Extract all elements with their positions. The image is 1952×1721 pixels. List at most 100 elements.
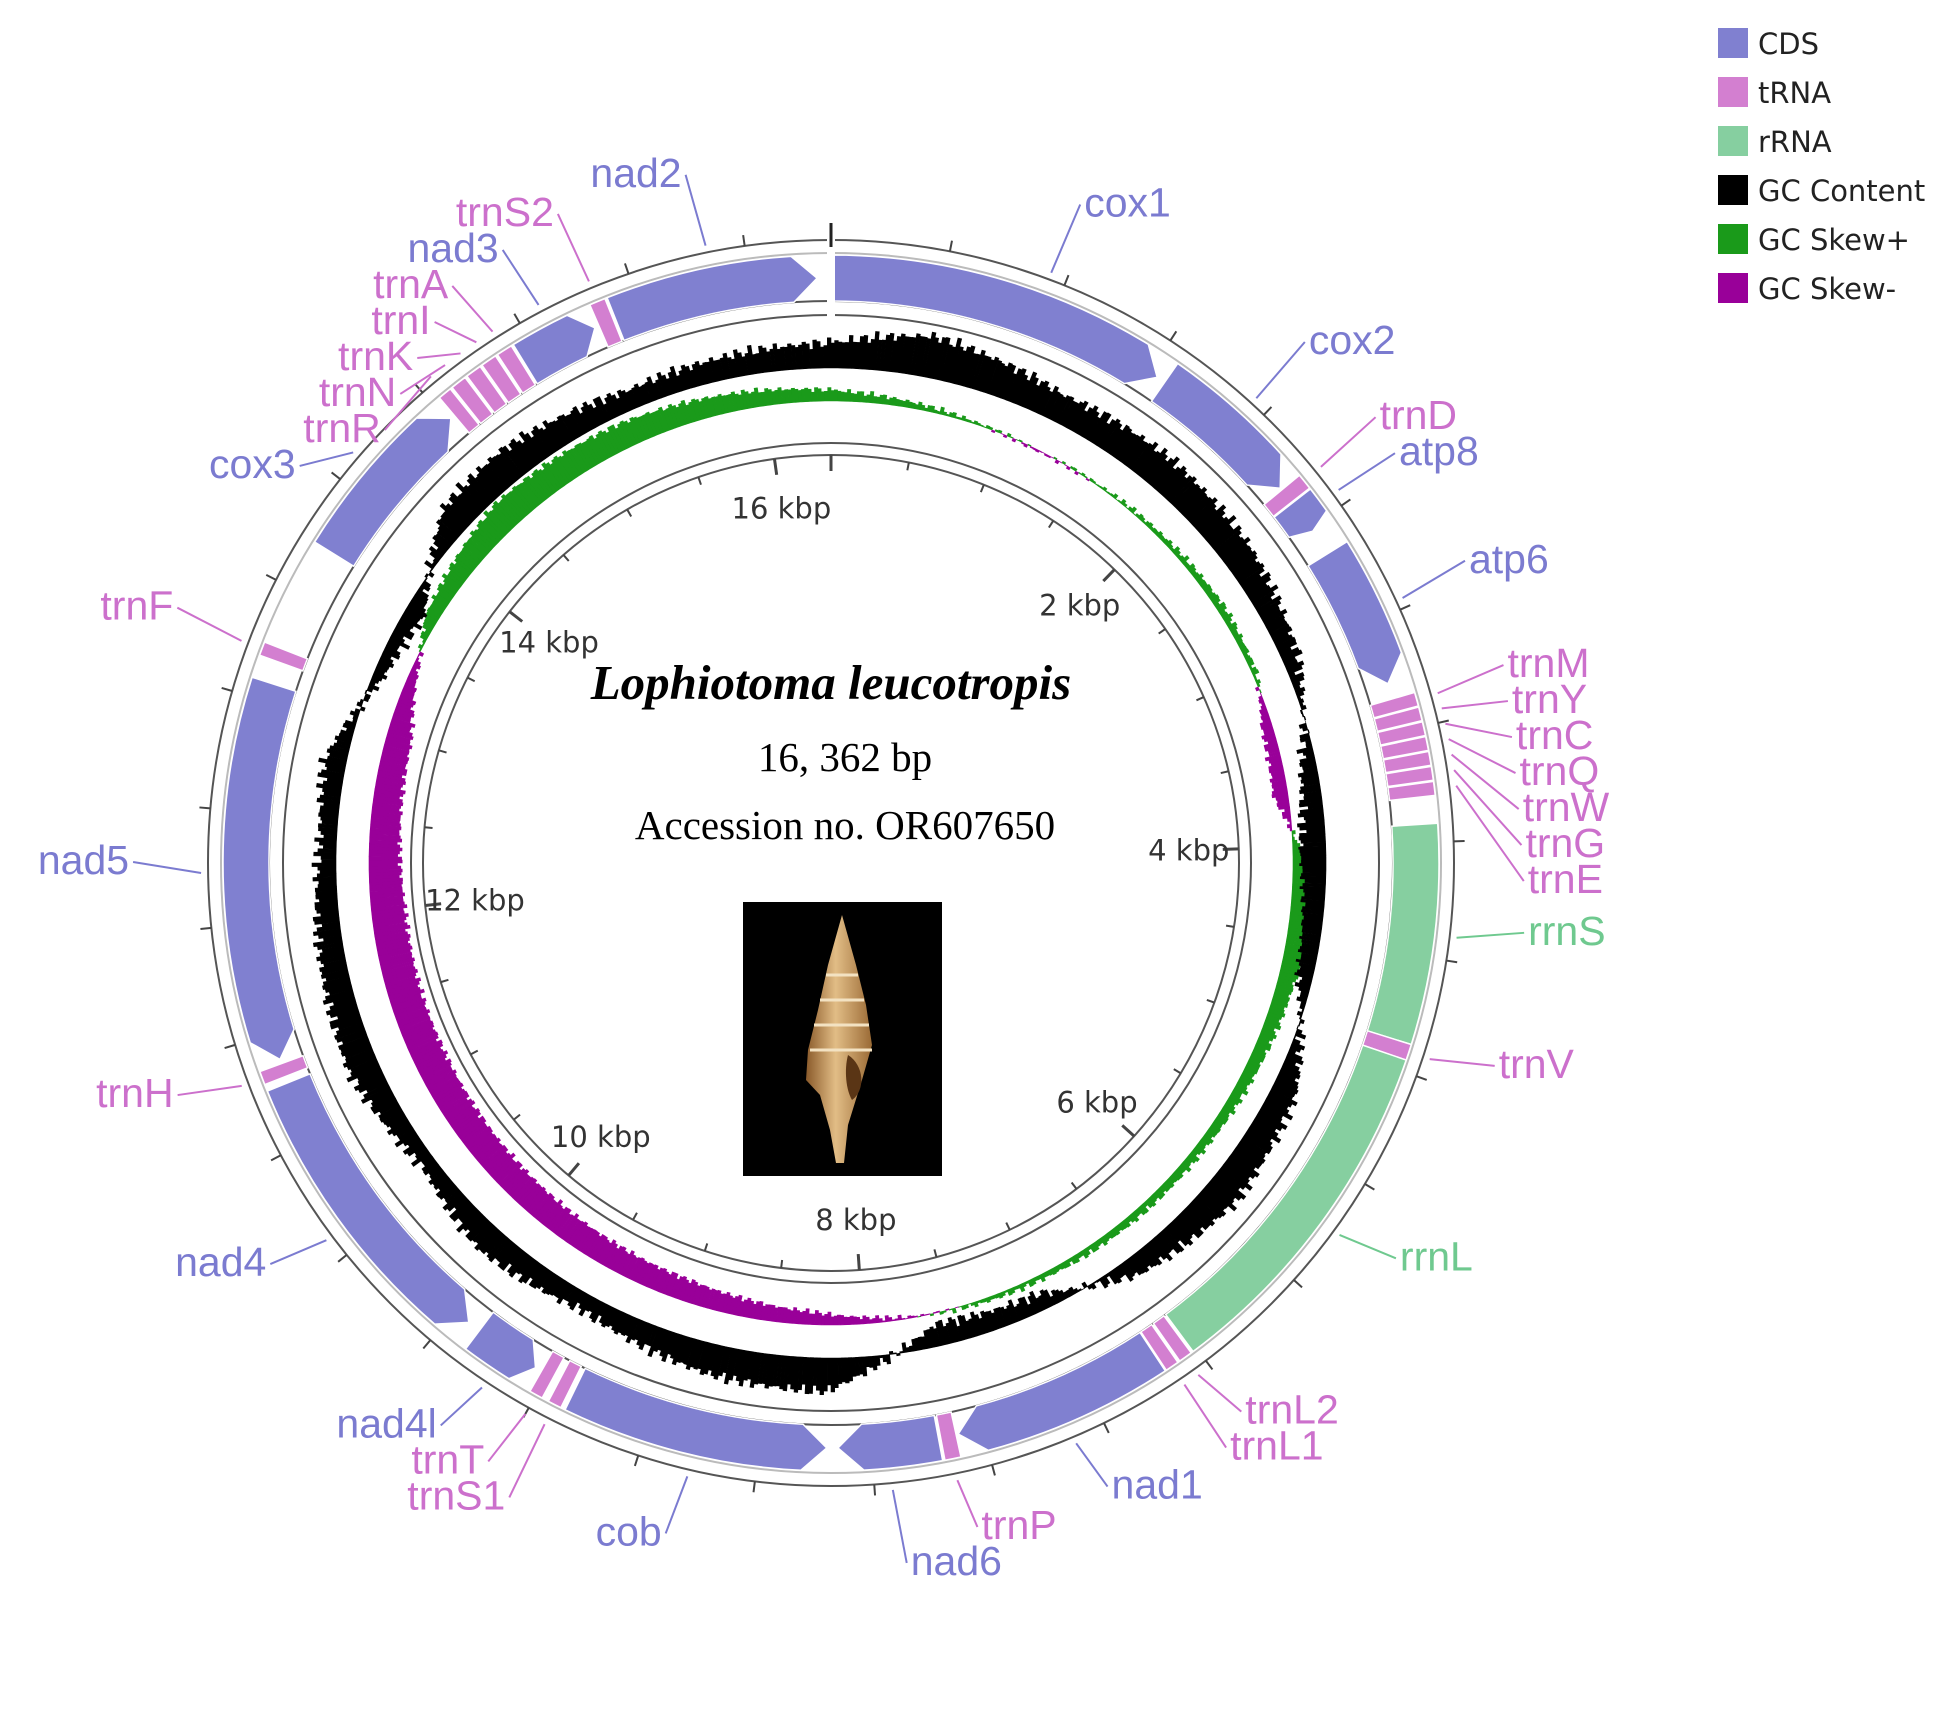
gene-label-nad6: nad6 [911,1538,1002,1584]
label-leader-line [1338,452,1396,491]
skew-outer-ring [410,442,1252,1284]
outer-tick [1437,719,1449,724]
gene-label-cob: cob [596,1508,662,1554]
gene-label-nad4: nad4 [175,1239,266,1285]
feature-nad5 [222,676,297,1061]
feature-trnT [528,1350,566,1400]
label-leader-line [1455,785,1525,882]
inner-tick [1225,924,1235,928]
gene-label-trnM: trnM [1507,640,1589,686]
label-leader-line [556,213,590,282]
gene-label-trnR: trnR [303,405,380,451]
outer-tick [199,806,211,810]
outer-tick [265,573,277,581]
outer-tick [624,263,630,275]
label-leader-line [399,364,446,395]
inner-tick [513,1113,521,1121]
feature-trnG [1385,765,1435,788]
legend-label: tRNA [1758,76,1831,110]
label-leader-line [440,1386,483,1427]
inner-tick [467,676,476,683]
feature-trnS1 [547,1359,583,1409]
inner-tick [508,610,524,623]
gene-label-trnW: trnW [1523,784,1610,830]
gc-content-track [311,331,1327,1395]
gene-label-trnD: trnD [1380,392,1457,438]
label-leader-line [177,1084,242,1097]
inner-tick [1196,696,1205,702]
legend-swatch-rRNA [1718,126,1748,156]
gene-label-trnL1: trnL1 [1230,1423,1323,1469]
label-leader-line [269,1239,327,1266]
feature-nad6 [836,1414,944,1471]
gene-label-nad3: nad3 [408,225,499,271]
legend-swatch-tRNA [1718,77,1748,107]
feature-nad2 [606,255,819,342]
inner-tick [933,1249,938,1258]
inner-tick [424,826,433,829]
label-leader-line [487,1413,527,1463]
gene-label-trnV: trnV [1499,1041,1575,1087]
gene-label-trnC: trnC [1516,712,1593,758]
gene-label-atp8: atp8 [1399,428,1479,474]
label-leader-line [384,375,432,431]
feature-nad4l [464,1311,537,1380]
inner-tick [1121,1124,1136,1138]
scale-tick-label: 6 kbp [1056,1086,1137,1120]
inner-tick [438,749,447,754]
label-leader-line [508,1423,546,1498]
inner-tick [906,462,910,471]
inner-tick [856,1253,861,1271]
feature-track [222,254,1440,1472]
gene-label-trnN: trnN [319,369,396,415]
outer-tick [991,1464,996,1476]
label-leader-line [1445,722,1513,739]
gene-label-trnH: trnH [96,1070,173,1116]
label-leader-line [1441,700,1509,710]
gene-label-cox3: cox3 [209,441,296,487]
inner-tick [626,509,633,517]
gene-label-trnS2: trnS2 [456,189,554,235]
gc-skew-negative [368,429,1293,1326]
scale-tick-label: 12 kbp [425,883,525,917]
feature-cox1 [830,254,1159,385]
gene-label-trnP: trnP [981,1502,1056,1548]
label-leader-line [1437,664,1504,695]
shell-photo [743,902,942,1176]
genome-length: 16, 362 bp [758,734,932,780]
legend-swatch-gc_content [1718,175,1748,205]
inner-tick [1222,847,1239,851]
gene-label-trnS1: trnS1 [407,1472,505,1518]
outer-tick [1416,1075,1428,1081]
legend-label: rRNA [1758,125,1832,159]
inner-tick [1005,1222,1011,1231]
label-leader-line [891,1489,908,1564]
gc-content-above [311,331,1310,1395]
scale-tick-label: 2 kbp [1039,588,1120,622]
gc-skew-track [368,387,1306,1326]
label-leader-line [684,174,707,246]
feature-trnL1 [1139,1323,1179,1372]
feature-trnK [480,354,522,404]
outer-tick [414,383,424,394]
gene-label-rrnL: rrnL [1400,1233,1473,1279]
feature-trnF [258,641,309,672]
feature-trnW [1379,735,1430,760]
label-leader-line [434,321,477,344]
feature-trnY [1373,706,1424,733]
feature-nad3 [512,314,596,385]
label-leader-line [1183,1383,1227,1449]
outer-tick [200,926,212,930]
gene-label-atp6: atp6 [1469,536,1549,582]
feature-nad1 [957,1331,1167,1452]
label-leader-line [1448,738,1516,774]
inner-tick [1102,568,1116,583]
label-leader-line [1050,204,1082,274]
inner-tick [1173,1068,1182,1075]
inner-tick [1220,770,1229,775]
inner-tick [470,1049,479,1056]
outer-tick [337,1254,348,1263]
label-leader-line [1320,416,1377,468]
inner-tick [1048,520,1055,529]
